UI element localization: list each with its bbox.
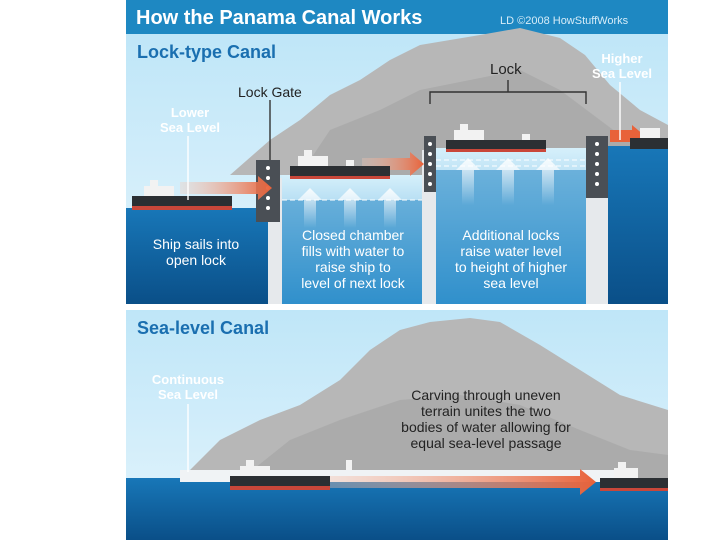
caption-line: raise ship to — [315, 259, 391, 275]
sea-section-title: Sea-level Canal — [137, 318, 269, 338]
caption-line: Closed chamber — [302, 227, 404, 243]
caption-line: raise water level — [460, 243, 561, 259]
ship-lower-sea — [132, 180, 232, 210]
higher-sea-water — [608, 146, 668, 304]
ship-higher-sea — [630, 128, 668, 149]
caption-line: level of next lock — [301, 275, 405, 291]
caption-sea-level: Carving through uneven terrain unites th… — [401, 387, 571, 451]
header-credit: LD ©2008 HowStuffWorks — [500, 15, 629, 27]
caption-line: bodies of water allowing for — [401, 419, 571, 435]
rising-water-arrows — [298, 158, 560, 228]
header-bar — [126, 0, 668, 34]
caption-line: sea level — [483, 275, 538, 291]
header-title: How the Panama Canal Works — [136, 7, 422, 29]
caption-line: to height of higher — [455, 259, 567, 275]
caption-line: open lock — [166, 252, 227, 268]
caption-line: Ship sails into — [153, 236, 240, 252]
ship-chamber-one — [290, 150, 390, 179]
continuous-sea-water — [126, 478, 668, 540]
label-lock-gate: Lock Gate — [238, 84, 302, 100]
direction-arrow — [300, 469, 596, 495]
caption-step-three: Additional locks raise water level to he… — [455, 227, 567, 291]
label-lower-sea-line: Lower — [171, 105, 209, 120]
caption-step-two: Closed chamber fills with water to raise… — [301, 227, 405, 291]
caption-line: Additional locks — [462, 227, 559, 243]
ship-sea-level-left — [230, 460, 352, 490]
label-continuous-line: Sea Level — [158, 387, 218, 402]
caption-step-one: Ship sails into open lock — [153, 236, 240, 268]
caption-line: equal sea-level passage — [411, 435, 562, 451]
direction-arrow — [180, 176, 272, 200]
lock-gate-three — [586, 136, 608, 198]
lower-sea-water — [126, 208, 268, 304]
lock-section-title: Lock-type Canal — [137, 42, 276, 62]
ship-chamber-two — [446, 124, 546, 152]
sea-mountain-shade — [240, 395, 668, 480]
caption-line: Carving through uneven — [411, 387, 560, 403]
label-higher-sea-line: Sea Level — [592, 66, 652, 81]
caption-line: terrain unites the two — [421, 403, 551, 419]
caption-line: fills with water to — [302, 243, 405, 259]
label-continuous-line: Continuous — [152, 372, 224, 387]
ship-sea-level-right — [600, 462, 668, 491]
label-lock: Lock — [490, 61, 522, 78]
section-divider — [126, 304, 668, 310]
label-lower-sea-line: Sea Level — [160, 120, 220, 135]
label-higher-sea-line: Higher — [601, 51, 642, 66]
